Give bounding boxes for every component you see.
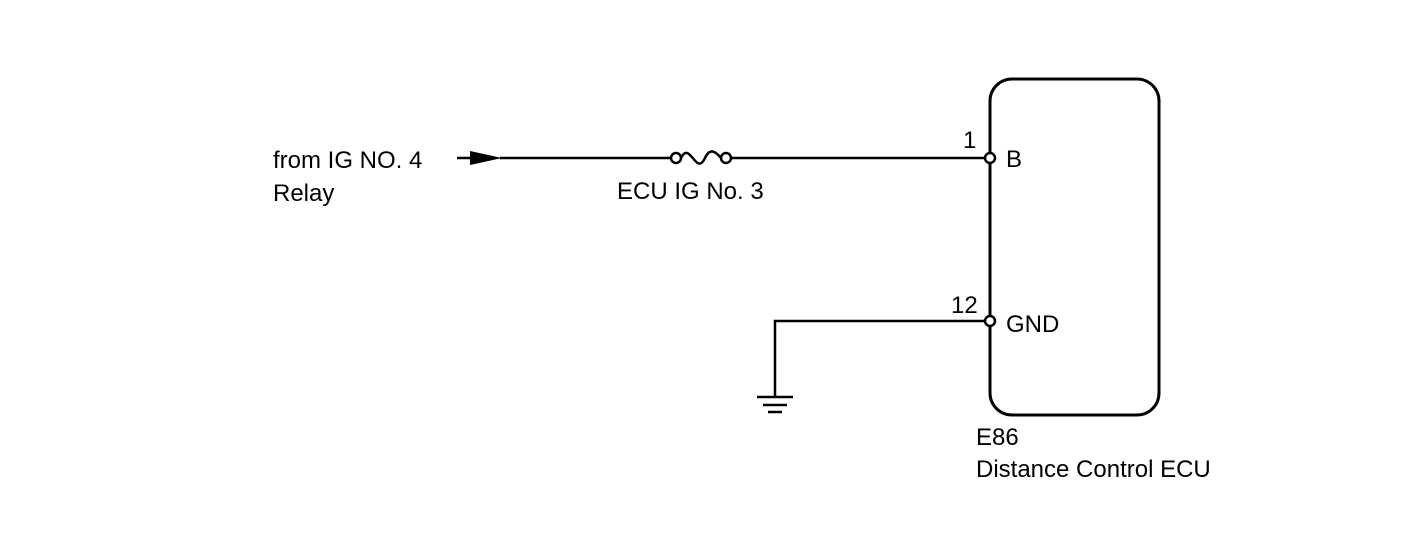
fuse-icon xyxy=(669,150,733,165)
ecu-name-label: Distance Control ECU xyxy=(976,456,1211,483)
pin-gnd-number: 12 xyxy=(951,292,978,319)
ecu-box xyxy=(988,77,1161,417)
pin-b-number: 1 xyxy=(963,127,976,154)
pin-gnd-terminal-icon xyxy=(983,314,997,328)
ground-icon xyxy=(757,395,793,414)
pin-b: 1 B xyxy=(963,127,1022,173)
pin-gnd: 12 GND xyxy=(951,292,1059,338)
ecu-connector-label: E86 xyxy=(976,424,1019,451)
source-label-line2: Relay xyxy=(273,180,334,207)
pin-b-label: B xyxy=(1006,146,1022,173)
fuse-label: ECU IG No. 3 xyxy=(617,178,764,205)
input-arrow-icon xyxy=(457,151,502,165)
pin-gnd-label: GND xyxy=(1006,311,1059,338)
wire-to-ground xyxy=(773,319,985,397)
source-label-line1: from IG NO. 4 xyxy=(273,147,422,174)
pin-b-terminal-icon xyxy=(983,151,997,165)
